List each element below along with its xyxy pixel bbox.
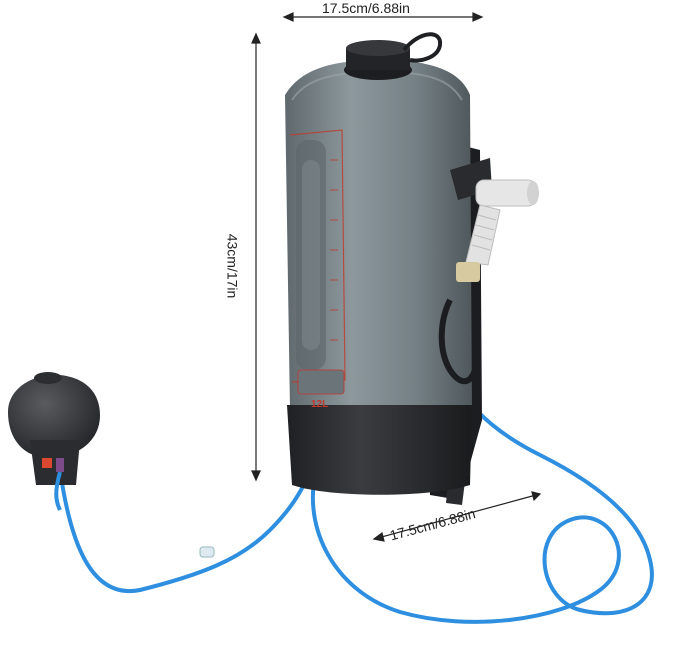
top-width-dimension-label: 17.5cm/6.88in xyxy=(322,0,410,16)
bag-cap xyxy=(344,32,443,80)
capacity-label: 12L xyxy=(311,399,329,410)
shower-head xyxy=(438,158,539,385)
pump-hose xyxy=(54,471,62,511)
dimension-lines xyxy=(251,12,542,542)
hose-connector xyxy=(199,546,215,558)
shower-bag xyxy=(285,60,472,495)
water-hose xyxy=(58,288,654,624)
height-dimension-label: 43cm/17in xyxy=(224,233,241,299)
foot-pump xyxy=(8,372,100,485)
